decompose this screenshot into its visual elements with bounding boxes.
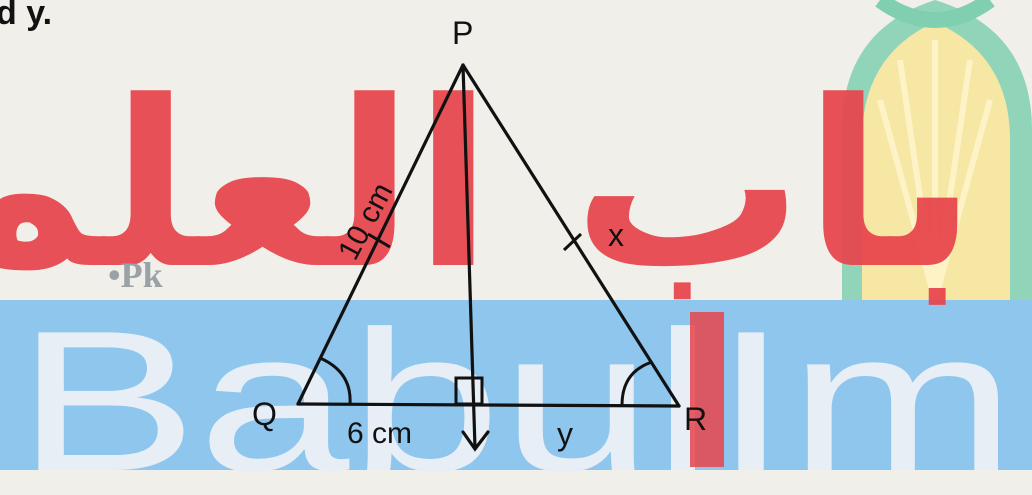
- watermark-site-suffix: •Pk: [108, 255, 163, 295]
- watermark-accent-bar: [690, 312, 724, 467]
- angle-arc-r: [620, 360, 653, 406]
- triangle-pqr: [296, 63, 681, 408]
- side-label-pr: x: [608, 217, 624, 253]
- tick-mark-pq: [367, 232, 391, 249]
- watermark-arabic-text: باب العلم: [0, 53, 977, 321]
- watermark-latin-text: BabulIm: [16, 290, 1016, 495]
- side-pq: [296, 63, 465, 406]
- vertex-label-r: R: [684, 401, 707, 437]
- right-angle-square: [454, 376, 484, 406]
- altitude-arrow: [461, 63, 490, 452]
- tick-mark-pr: [562, 232, 583, 252]
- watermark-blue-band: [0, 300, 1032, 470]
- side-pr: [461, 63, 681, 408]
- vertex-label-p: P: [452, 15, 473, 51]
- side-label-qs: 6 cm: [347, 417, 412, 450]
- side-qr: [296, 402, 681, 408]
- side-label-sr: y: [557, 416, 573, 452]
- watermark-dome-logo: [842, 0, 1032, 301]
- vertex-label-q: Q: [252, 396, 277, 432]
- caption-fragment: d y.: [0, 0, 52, 32]
- angle-arc-q: [319, 356, 352, 405]
